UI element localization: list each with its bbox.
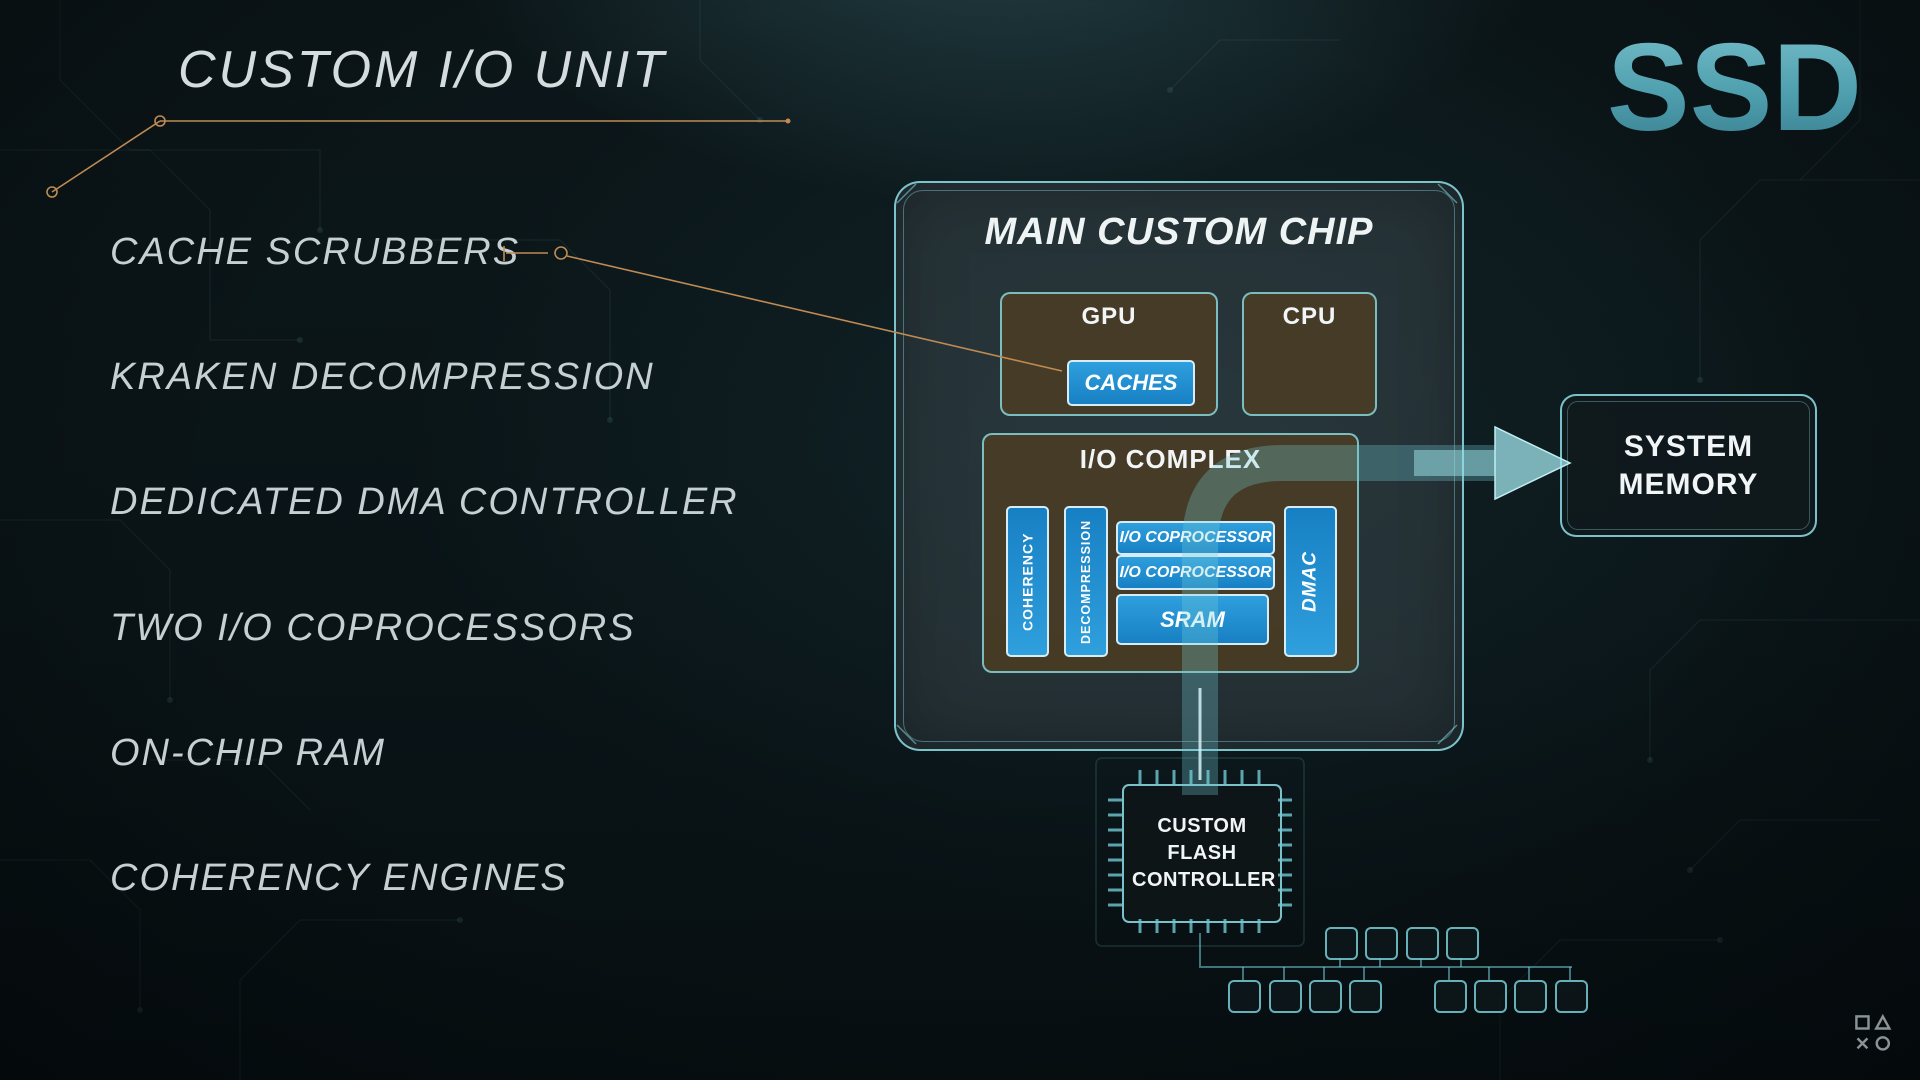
nand-chip xyxy=(1309,980,1342,1013)
flash-controller-label: CUSTOM FLASH CONTROLLER xyxy=(1132,815,1276,891)
io-coprocessor-box-2: I/O COPROCESSOR xyxy=(1116,555,1275,590)
nand-chip xyxy=(1555,980,1588,1013)
cache-scrubbers-pointer-line xyxy=(503,246,1063,372)
nand-chip xyxy=(1406,927,1439,960)
nand-chip xyxy=(1474,980,1507,1013)
nand-chip xyxy=(1269,980,1302,1013)
feature-item-dma-controller: DEDICATED DMA CONTROLLER xyxy=(110,481,739,523)
nand-chip xyxy=(1228,980,1261,1013)
nand-chip xyxy=(1446,927,1479,960)
feature-item-io-coprocessors: TWO I/O COPROCESSORS xyxy=(110,607,636,649)
circle-icon xyxy=(1875,1036,1891,1051)
ssd-label: SSD xyxy=(1607,19,1862,157)
nand-chip xyxy=(1434,980,1467,1013)
cross-icon xyxy=(1856,1037,1869,1050)
nand-chip xyxy=(1365,927,1398,960)
title-connector-endpoint xyxy=(785,118,791,124)
title-connector-line xyxy=(46,115,786,198)
triangle-icon xyxy=(1874,1013,1892,1030)
feature-item-coherency-engines: COHERENCY ENGINES xyxy=(110,857,568,899)
feature-item-on-chip-ram: ON-CHIP RAM xyxy=(110,732,387,774)
system-memory-label: SYSTEM MEMORY xyxy=(1618,430,1759,501)
memory-arrow-head xyxy=(1494,425,1572,501)
feature-list: CACHE SCRUBBERS KRAKEN DECOMPRESSION DED… xyxy=(110,0,810,1080)
io-complex-label: I/O COMPLEX xyxy=(1079,444,1262,474)
cpu-label: CPU xyxy=(1282,303,1337,330)
gpu-label: GPU xyxy=(1081,303,1137,330)
io-coprocessor-box-1: I/O COPROCESSOR xyxy=(1116,521,1275,555)
flash-controller-chip: CUSTOM FLASH CONTROLLER xyxy=(1122,784,1282,923)
square-icon xyxy=(1855,1015,1870,1030)
feature-item-cache-scrubbers: CACHE SCRUBBERS xyxy=(110,231,521,273)
sram-box: SRAM xyxy=(1116,594,1269,645)
main-chip-title: MAIN CUSTOM CHIP xyxy=(984,211,1374,253)
ps-shapes-logo xyxy=(1855,1013,1892,1051)
cpu-box: CPU xyxy=(1242,292,1377,416)
gpu-box: GPU CACHES xyxy=(1000,292,1218,416)
io-to-memory-band xyxy=(1182,445,1495,795)
nand-chip xyxy=(1349,980,1382,1013)
io-complex-box: I/O COMPLEX COHERENCY DECOMPRESSION I/O … xyxy=(982,433,1359,673)
flash-pins xyxy=(1108,770,1292,933)
flash-to-nand-bus xyxy=(1199,933,1572,980)
caches-box: CACHES xyxy=(1067,360,1195,406)
chip-corner-accents xyxy=(896,183,1458,745)
feature-item-kraken-decompression: KRAKEN DECOMPRESSION xyxy=(110,356,655,398)
nand-chip xyxy=(1325,927,1358,960)
nand-chip xyxy=(1514,980,1547,1013)
page-title: CUSTOM I/O UNIT xyxy=(178,41,667,99)
main-chip: MAIN CUSTOM CHIP GPU CACHES CPU I/O COMP… xyxy=(894,181,1464,751)
